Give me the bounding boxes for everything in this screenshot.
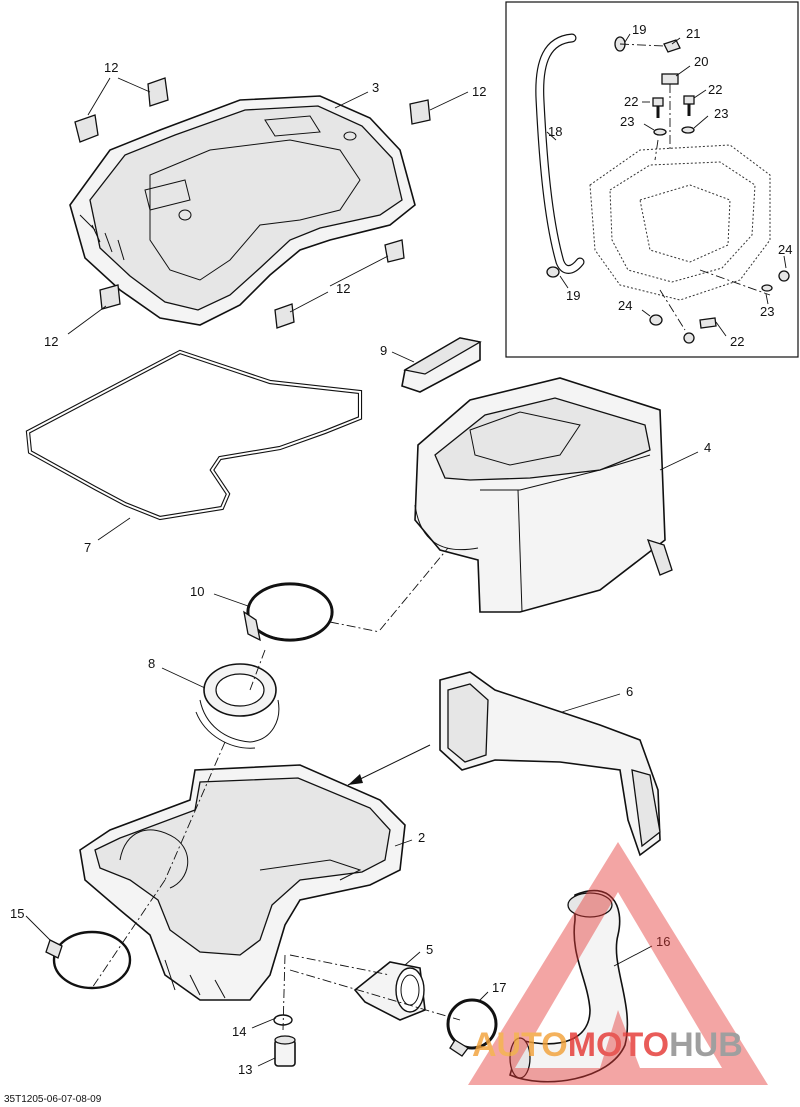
label-16: 16	[656, 934, 670, 949]
label-3: 3	[372, 80, 379, 95]
part-4-airbox	[414, 377, 673, 613]
label-14: 14	[232, 1024, 246, 1039]
inset-panel: 19 21 20 22 22 23 23 18 24 24 19 23 22	[505, 1, 799, 358]
inset-label: 22	[730, 334, 744, 349]
inset-label: 23	[714, 106, 728, 121]
part-3-cover	[69, 95, 416, 326]
label-2: 2	[418, 830, 425, 845]
label-15: 15	[10, 906, 24, 921]
inset-label: 21	[686, 26, 700, 41]
inset-label: 23	[760, 304, 774, 319]
label-8: 8	[148, 656, 155, 671]
inset-label: 22	[624, 94, 638, 109]
reference-code: 35T1205-06-07-08-09	[4, 1094, 102, 1105]
part-9-pad	[401, 337, 482, 393]
inset-label: 19	[632, 22, 646, 37]
label-13: 13	[238, 1062, 252, 1077]
part-6-duct	[439, 671, 661, 857]
part-8-boot	[195, 663, 280, 749]
inset-label: 18	[548, 124, 562, 139]
assembly-axis-lines	[91, 547, 461, 1031]
label-6: 6	[626, 684, 633, 699]
watermark-hub: HUB	[669, 1026, 743, 1064]
part-16-hose	[509, 889, 629, 1083]
watermark-auto: AUTO	[472, 1026, 568, 1064]
watermark-triangle-logo	[468, 842, 768, 1085]
label-5: 5	[426, 942, 433, 957]
label-9: 9	[380, 343, 387, 358]
part-5-fitting	[353, 961, 426, 1021]
label-17: 17	[492, 980, 506, 995]
part-7-gasket	[25, 349, 363, 521]
callout-labels: 3 12 12 12 12 9 7 4 10 8 6 2 15 5 14 13 …	[10, 60, 711, 1077]
watermark-moto: MOTO	[568, 1026, 669, 1064]
label-7: 7	[84, 540, 91, 555]
inset-label: 20	[694, 54, 708, 69]
watermark-wordmark: AUTOMOTOHUB	[472, 1026, 743, 1064]
automotohub-watermark: AUTOMOTOHUB	[468, 842, 768, 1085]
label-12: 12	[336, 281, 350, 296]
part-17-clamp	[446, 998, 498, 1057]
label-12: 12	[104, 60, 118, 75]
inset-label: 24	[618, 298, 632, 313]
label-4: 4	[704, 440, 711, 455]
inset-label: 19	[566, 288, 580, 303]
label-12: 12	[44, 334, 58, 349]
inset-label: 24	[778, 242, 792, 257]
label-10: 10	[190, 584, 204, 599]
part-15-clamp	[45, 930, 132, 990]
inset-label: 22	[708, 82, 722, 97]
label-12: 12	[472, 84, 486, 99]
part-2-lower-housing	[79, 764, 406, 1001]
leader-lines	[25, 77, 699, 1067]
part-13-14-plug	[273, 1014, 296, 1067]
part-10-clamp	[243, 582, 334, 642]
inset-label: 23	[620, 114, 634, 129]
